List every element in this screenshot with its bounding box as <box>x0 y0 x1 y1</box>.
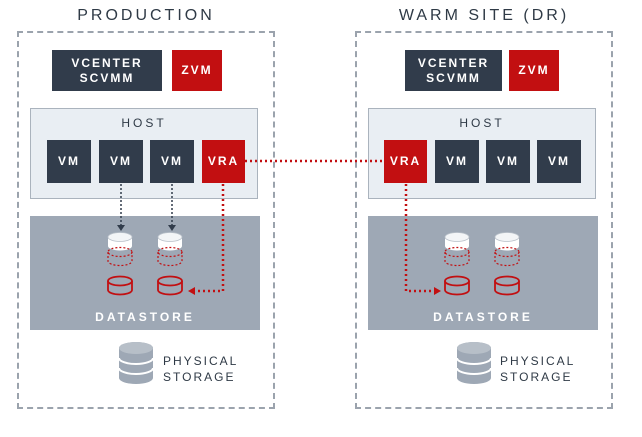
production-vm-1: VM <box>47 140 91 183</box>
dr-host-label: HOST <box>459 116 505 130</box>
production-datastore <box>30 216 260 330</box>
dr-physical-storage-label: PHYSICAL STORAGE <box>500 354 576 384</box>
dr-datastore-label: DATASTORE <box>433 310 533 324</box>
production-vm-2: VM <box>99 140 143 183</box>
dr-vcenter-box: VCENTER SCVMM <box>405 50 502 91</box>
dr-vm-2: VM <box>486 140 530 183</box>
dr-vm-3: VM <box>537 140 581 183</box>
dr-vm-1: VM <box>435 140 479 183</box>
dr-physical-storage-icon <box>456 341 492 385</box>
dr-title: WARM SITE (DR) <box>398 7 570 24</box>
production-title: PRODUCTION <box>77 7 215 24</box>
dr-vra-datastore-arrow <box>404 184 441 295</box>
production-site-frame <box>17 31 275 409</box>
production-datastore-label: DATASTORE <box>95 310 195 324</box>
production-vra-box: VRA <box>202 140 245 183</box>
production-vm-3: VM <box>150 140 194 183</box>
production-vm-write-arrows <box>117 184 176 231</box>
production-vcenter-box: VCENTER SCVMM <box>52 50 162 91</box>
production-vra-datastore-arrow <box>188 184 225 295</box>
production-host-label: HOST <box>121 116 167 130</box>
dr-zvm-box: ZVM <box>509 50 559 91</box>
dr-vra-box: VRA <box>384 140 427 183</box>
production-physical-storage-icon <box>118 341 154 385</box>
production-physical-storage-label: PHYSICAL STORAGE <box>163 354 239 384</box>
dr-disk-1 <box>444 232 470 296</box>
dr-site-frame <box>355 31 613 409</box>
production-zvm-box: ZVM <box>172 50 222 91</box>
production-disk-2 <box>157 232 183 296</box>
dr-disk-2 <box>494 232 520 296</box>
production-disk-1 <box>107 232 133 296</box>
